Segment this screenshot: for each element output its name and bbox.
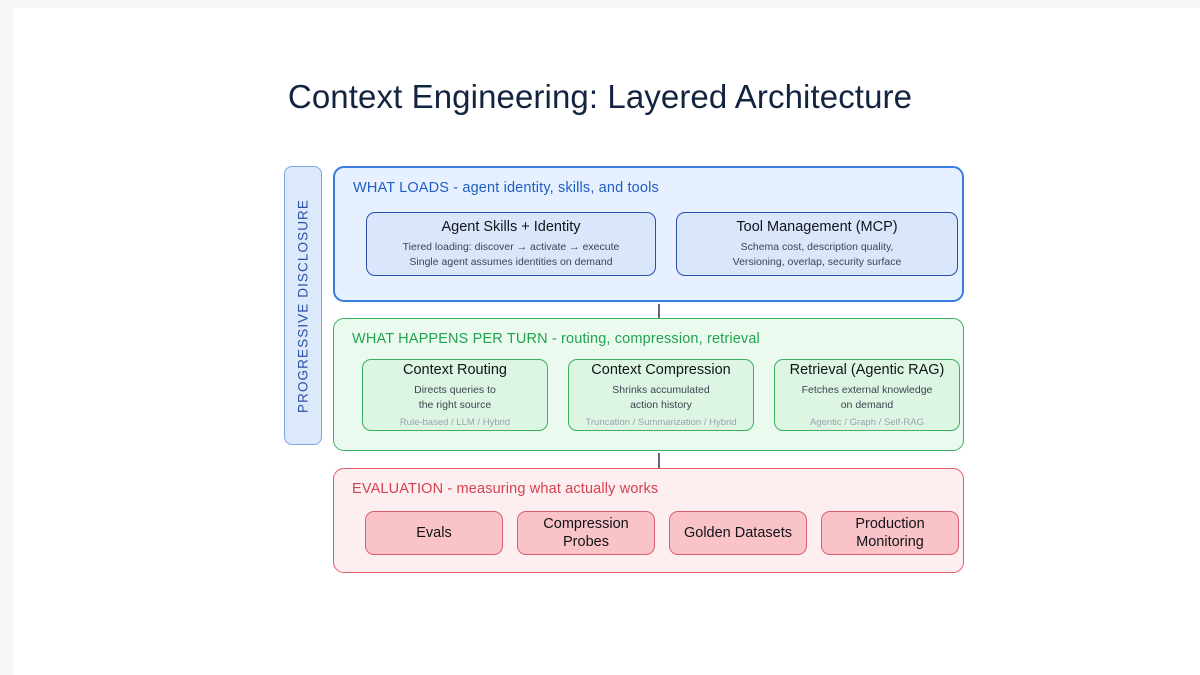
card-subtitle-line-2: Versioning, overlap, security surface xyxy=(732,256,902,269)
layer-evaluation-title: EVALUATION - measuring what actually wor… xyxy=(352,481,659,497)
card-subtitle: Schema cost, description quality, Versio… xyxy=(733,240,902,270)
card-title: Compression Probes xyxy=(543,515,629,550)
card-subtitle: Directs queries to the right source xyxy=(414,383,496,413)
card-subtitle-line-2: action history xyxy=(630,398,692,411)
progressive-disclosure-label: PROGRESSIVE DISCLOSURE xyxy=(295,198,311,413)
card-agent-skills-identity[interactable]: Agent Skills + Identity Tiered loading: … xyxy=(366,212,656,276)
card-title: Agent Skills + Identity xyxy=(441,218,581,235)
page-title: Context Engineering: Layered Architectur… xyxy=(287,78,913,115)
card-subtitle: Fetches external knowledge on demand xyxy=(802,383,933,413)
card-subtitle-line-2: on demand xyxy=(840,398,894,411)
card-production-monitoring[interactable]: Production Monitoring xyxy=(821,511,959,555)
card-subtitle-line-1: Shrinks accumulated xyxy=(612,383,710,396)
progressive-disclosure-rail: PROGRESSIVE DISCLOSURE xyxy=(284,166,322,445)
card-meta: Agentic / Graph / Self-RAG xyxy=(809,417,925,429)
card-subtitle-line-1: Schema cost, description quality, xyxy=(740,240,894,253)
card-title: Evals xyxy=(416,524,452,541)
card-subtitle: Tiered loading: discover → activate → ex… xyxy=(403,240,620,270)
card-subtitle-line-2: Single agent assumes identities on deman… xyxy=(409,256,613,269)
card-title: Tool Management (MCP) xyxy=(736,218,898,235)
card-subtitle-line-1: Directs queries to xyxy=(414,383,496,396)
layer-what-happens-per-turn: WHAT HAPPENS PER TURN - routing, compres… xyxy=(333,318,964,451)
card-title: Production Monitoring xyxy=(855,515,925,550)
card-meta: Rule-based / LLM / Hybrid xyxy=(399,417,511,429)
layer-what-loads: WHAT LOADS - agent identity, skills, and… xyxy=(333,166,964,302)
card-subtitle: Shrinks accumulated action history xyxy=(612,383,709,413)
card-context-compression[interactable]: Context Compression Shrinks accumulated … xyxy=(568,359,754,431)
card-context-routing[interactable]: Context Routing Directs queries to the r… xyxy=(362,359,548,431)
layer-what-loads-title: WHAT LOADS - agent identity, skills, and… xyxy=(353,180,659,196)
card-subtitle-line-1: Fetches external knowledge xyxy=(801,383,933,396)
card-subtitle-line-1: Tiered loading: discover → activate → ex… xyxy=(402,240,620,253)
card-evals[interactable]: Evals xyxy=(365,511,503,555)
layer-evaluation: EVALUATION - measuring what actually wor… xyxy=(333,468,964,573)
card-title: Golden Datasets xyxy=(683,524,792,541)
card-subtitle-line-2: the right source xyxy=(418,398,492,411)
card-title: Context Compression xyxy=(591,361,731,378)
card-golden-datasets[interactable]: Golden Datasets xyxy=(669,511,807,555)
card-retrieval-agentic-rag[interactable]: Retrieval (Agentic RAG) Fetches external… xyxy=(774,359,960,431)
layer-what-happens-per-turn-title: WHAT HAPPENS PER TURN - routing, compres… xyxy=(352,331,760,347)
card-compression-probes[interactable]: Compression Probes xyxy=(517,511,655,555)
card-meta: Truncation / Summarization / Hybrid xyxy=(585,417,737,429)
card-tool-management-mcp[interactable]: Tool Management (MCP) Schema cost, descr… xyxy=(676,212,958,276)
diagram-canvas: Context Engineering: Layered Architectur… xyxy=(14,8,1200,675)
card-title: Retrieval (Agentic RAG) xyxy=(789,361,945,378)
card-title: Context Routing xyxy=(403,361,507,378)
